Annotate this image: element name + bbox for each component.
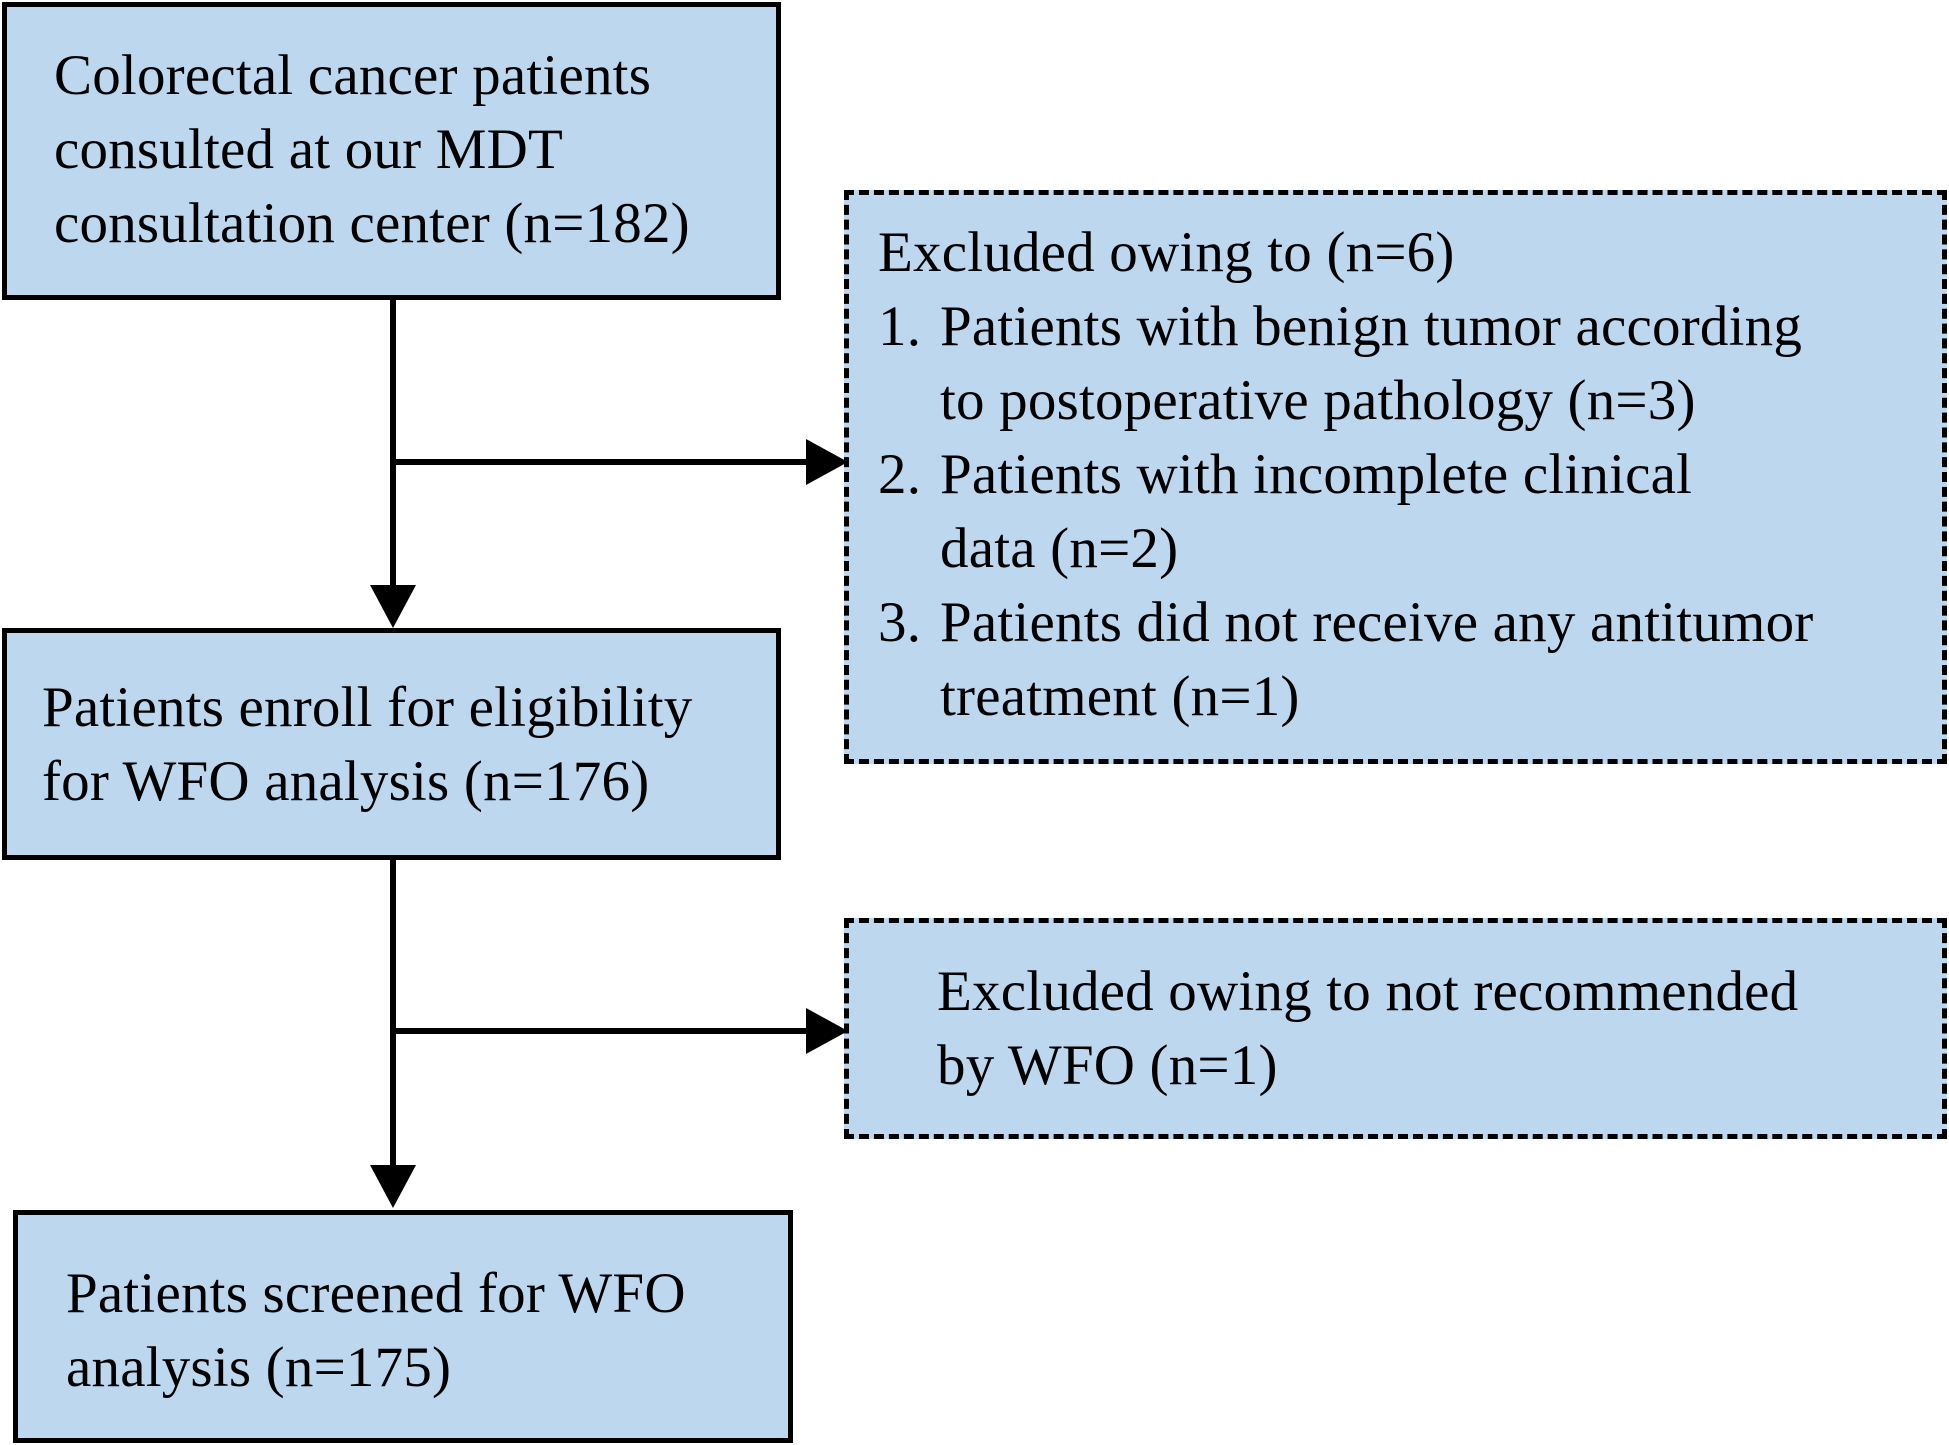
- excluded-item-1-line-2: to postoperative pathology (n=3): [940, 369, 1696, 432]
- excluded-first-item-1: 1. Patients with benign tumor according …: [878, 290, 1813, 438]
- excluded-first-box: [844, 190, 1947, 764]
- excluded-first-text: Excluded owing to (n=6) 1. Patients with…: [878, 216, 1813, 734]
- excluded-second-box: [844, 918, 1947, 1139]
- enroll-eligibility-text: Patients enroll for eligibility for WFO …: [42, 671, 693, 819]
- screened-patients-box: [13, 1210, 793, 1443]
- excluded-item-1-number: 1.: [878, 295, 922, 358]
- arrow-consulted-to-enroll-head: [370, 585, 416, 628]
- screened-patients-text: Patients screened for WFO analysis (n=17…: [66, 1257, 686, 1405]
- excluded-second-line-1: Excluded owing to not recommended: [937, 960, 1799, 1023]
- excluded-first-heading: Excluded owing to (n=6): [878, 221, 1455, 284]
- consulted-patients-text: Colorectal cancer patients consulted at …: [54, 39, 690, 261]
- excluded-item-3-line-1: Patients did not receive any antitumor: [940, 591, 1814, 654]
- excluded-first-item-2: 2. Patients with incomplete clinical dat…: [878, 438, 1813, 586]
- excluded-item-2-line-1: Patients with incomplete clinical: [940, 443, 1693, 506]
- consulted-line-1: Colorectal cancer patients: [54, 44, 652, 107]
- screened-line-1: Patients screened for WFO: [66, 1262, 686, 1325]
- consulted-line-2: consulted at our MDT: [54, 118, 563, 181]
- enroll-eligibility-box: [2, 628, 781, 860]
- enroll-line-2: for WFO analysis (n=176): [42, 750, 650, 813]
- excluded-second-line-2: by WFO (n=1): [937, 1034, 1278, 1097]
- excluded-second-text: Excluded owing to not recommended by WFO…: [937, 955, 1798, 1103]
- excluded-first-item-3: 3. Patients did not receive any antitumo…: [878, 586, 1813, 734]
- excluded-item-1-line-1: Patients with benign tumor according: [940, 295, 1803, 358]
- excluded-item-2-line-2: data (n=2): [940, 517, 1179, 580]
- consulted-patients-box: [2, 2, 781, 300]
- arrow-to-excluded-first-head: [806, 439, 848, 485]
- excluded-item-3-number: 3.: [878, 591, 922, 654]
- arrow-to-excluded-second-head: [806, 1008, 848, 1054]
- excluded-item-2-number: 2.: [878, 443, 922, 506]
- arrow-enroll-to-screened-head: [370, 1165, 416, 1208]
- excluded-item-3-line-2: treatment (n=1): [940, 665, 1300, 728]
- consulted-line-3: consultation center (n=182): [54, 192, 690, 255]
- enroll-line-1: Patients enroll for eligibility: [42, 676, 693, 739]
- screened-line-2: analysis (n=175): [66, 1336, 452, 1399]
